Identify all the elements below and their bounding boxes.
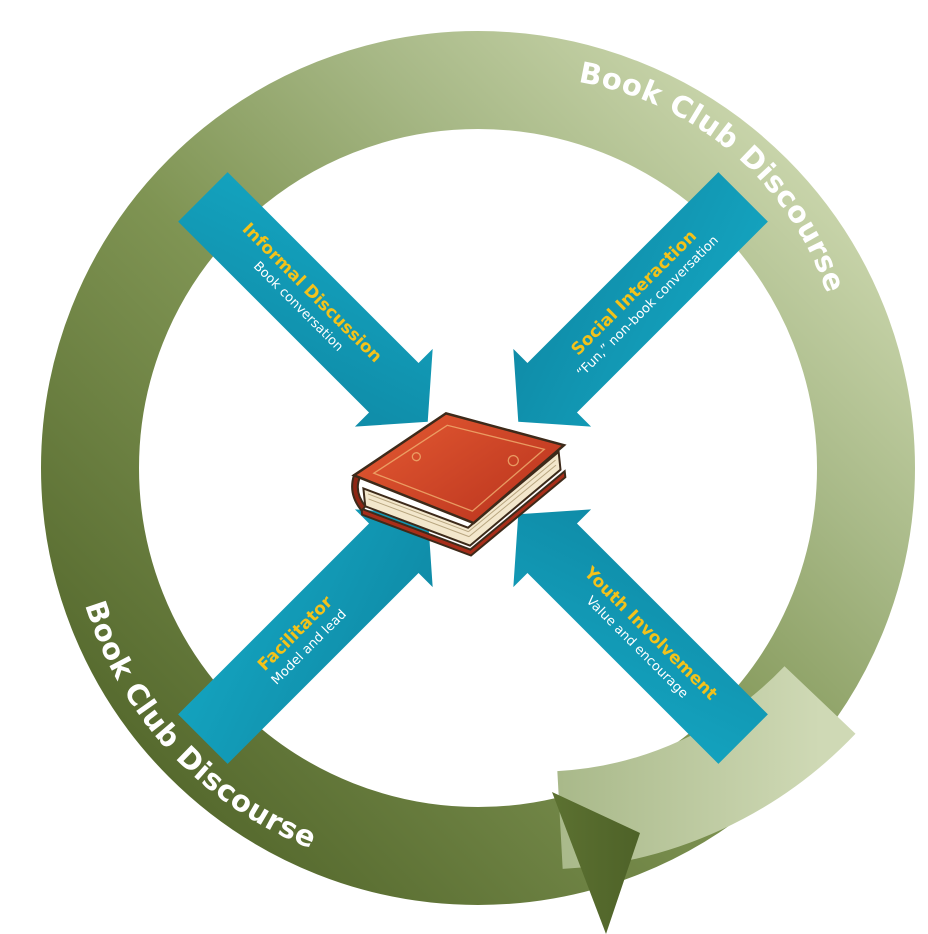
cycle-arrowhead <box>552 792 640 934</box>
cycle-ring <box>41 31 915 934</box>
book-icon <box>351 412 567 557</box>
arrow-social-interaction: Social Interaction “Fun,” non-book conve… <box>513 172 768 427</box>
arrow-informal-discussion: Informal Discussion Book conversation <box>178 172 433 427</box>
arrow-youth-involvement: Youth Involvement Value and encourage <box>513 509 768 764</box>
